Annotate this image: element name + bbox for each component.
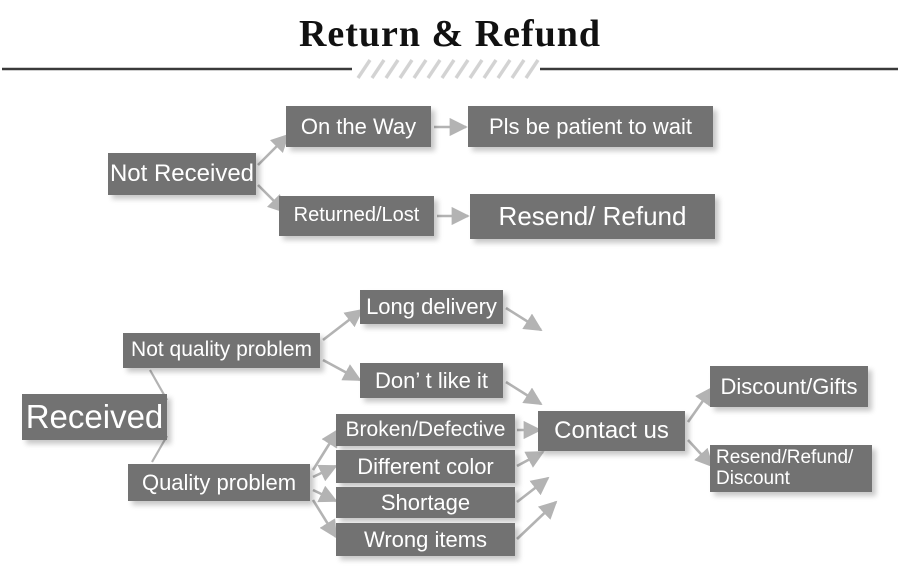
node-wrong-items[interactable]: Wrong items [336,523,515,556]
link-dontlike-contact [505,380,543,406]
link-notreceived-ontheway [257,133,290,166]
link-longdelivery-contact [505,306,543,332]
hatched-divider-icon [356,59,540,79]
node-contact-us[interactable]: Contact us [538,411,685,451]
node-dont-like-it[interactable]: Don’ t like it [360,363,503,398]
link-wrongitems-contact [516,500,558,540]
link-quality-wrongitems [311,499,338,539]
link-notquality-dontlike [322,358,362,382]
node-resend-refund[interactable]: Resend/ Refund [470,194,715,239]
node-broken-defective[interactable]: Broken/Defective [336,414,515,446]
link-contact-resendrefund [687,439,714,468]
node-discount-gifts[interactable]: Discount/Gifts [710,366,868,407]
node-long-delivery[interactable]: Long delivery [360,290,503,324]
node-not-quality-problem[interactable]: Not quality problem [123,333,320,368]
node-pls-be-patient-to-wait[interactable]: Pls be patient to wait [468,106,713,147]
link-notquality-longdelivery [322,308,364,342]
link-shortage-contact [516,476,550,504]
node-quality-problem[interactable]: Quality problem [128,464,310,501]
node-received[interactable]: Received [22,394,167,440]
header-divider [2,59,898,79]
link-differentcolor-contact [516,450,545,468]
link-quality-differentcolor [312,464,338,482]
node-shortage[interactable]: Shortage [336,487,515,518]
link-quality-broken [311,428,340,471]
link-received-quality [151,435,168,463]
page-title: Return & Refund [298,13,602,55]
node-on-the-way[interactable]: On the Way [286,106,431,147]
link-quality-shortage [312,485,338,503]
node-different-color[interactable]: Different color [336,450,515,483]
node-returned-lost[interactable]: Returned/Lost [279,196,434,236]
link-contact-discountgifts [686,386,714,423]
node-resend-refund-discount[interactable]: Resend/Refund/ Discount [710,445,872,492]
node-not-received[interactable]: Not Received [108,153,256,195]
